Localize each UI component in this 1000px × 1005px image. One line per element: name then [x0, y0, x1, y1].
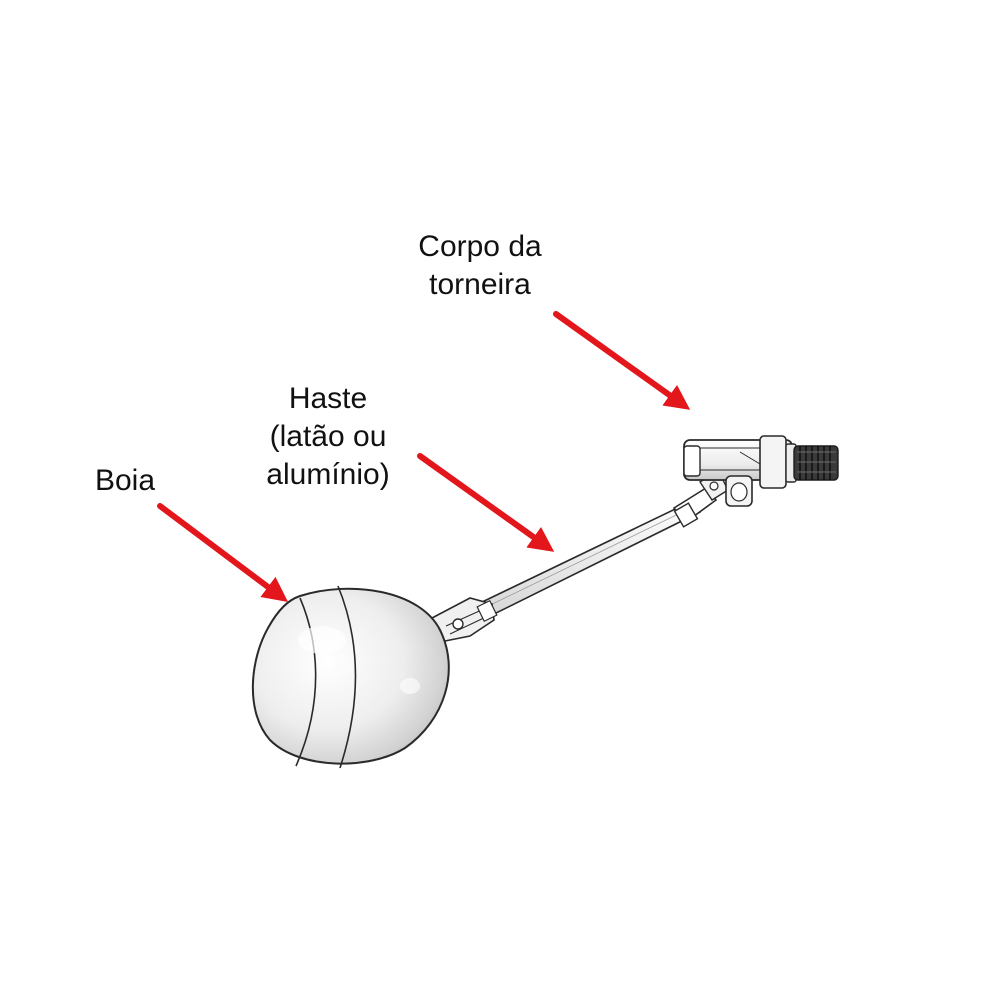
valve-lever	[672, 468, 729, 528]
label-float-line: Boia	[94, 464, 156, 497]
label-rod: Haste (latão ou alumínio)	[248, 380, 408, 494]
threaded-connector	[793, 445, 839, 481]
float-bracket	[431, 597, 498, 643]
label-valve-body-line: Corpo da	[418, 230, 542, 263]
label-rod-line: Haste	[288, 382, 368, 415]
float-ball	[251, 585, 450, 769]
label-rod-line: alumínio)	[266, 458, 390, 491]
red-arrow-icon	[553, 311, 691, 410]
label-float: Boia	[80, 462, 170, 500]
red-arrow-icon	[157, 503, 289, 603]
label-valve-body-line: torneira	[429, 268, 531, 301]
label-rod-line: (latão ou	[269, 420, 387, 453]
label-valve-body: Corpo da torneira	[400, 228, 560, 304]
red-arrow-icon	[417, 453, 555, 552]
